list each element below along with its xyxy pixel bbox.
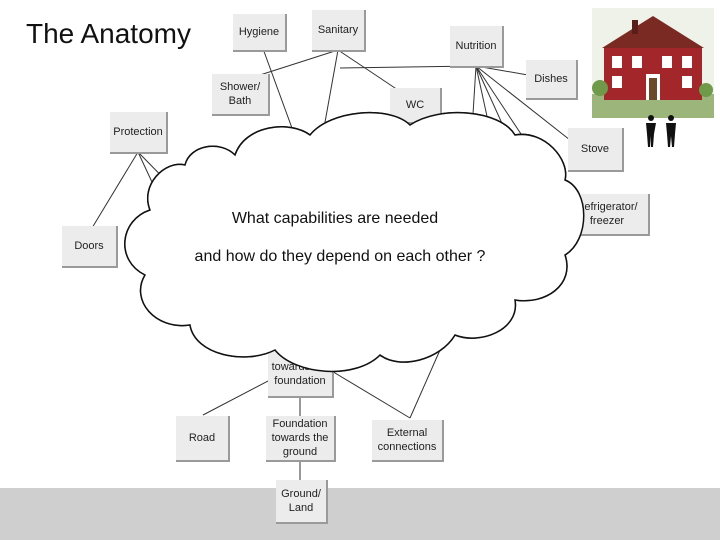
people-icon bbox=[641, 114, 683, 148]
node-road: Road bbox=[176, 416, 230, 462]
question-line-1: What capabilities are needed bbox=[170, 210, 500, 228]
node-sanitary: Sanitary bbox=[312, 10, 366, 52]
node-floor: Floor towards the foundation bbox=[268, 338, 334, 398]
house-illustration bbox=[592, 8, 714, 118]
cloud-shape bbox=[125, 113, 584, 372]
node-protection: Protection bbox=[110, 112, 168, 154]
node-hygiene: Hygiene bbox=[233, 14, 287, 52]
question-line-2: and how do they depend on each other ? bbox=[140, 248, 540, 266]
node-ground-land: Ground/ Land bbox=[276, 480, 328, 524]
slide-title: The Anatomy bbox=[26, 18, 191, 50]
node-shower-bath: Shower/ Bath bbox=[212, 74, 270, 116]
node-dishes: Dishes bbox=[526, 60, 578, 100]
node-foundation: Foundation towards the ground bbox=[266, 416, 336, 462]
node-refrigerator-freezer: Refrigerator/ freezer bbox=[566, 194, 650, 236]
node-doors: Doors bbox=[62, 226, 118, 268]
node-external-connections: External connections bbox=[372, 420, 444, 462]
node-nutrition: Nutrition bbox=[450, 26, 504, 68]
node-stove: Stove bbox=[568, 128, 624, 172]
node-wc: WC bbox=[390, 88, 442, 124]
